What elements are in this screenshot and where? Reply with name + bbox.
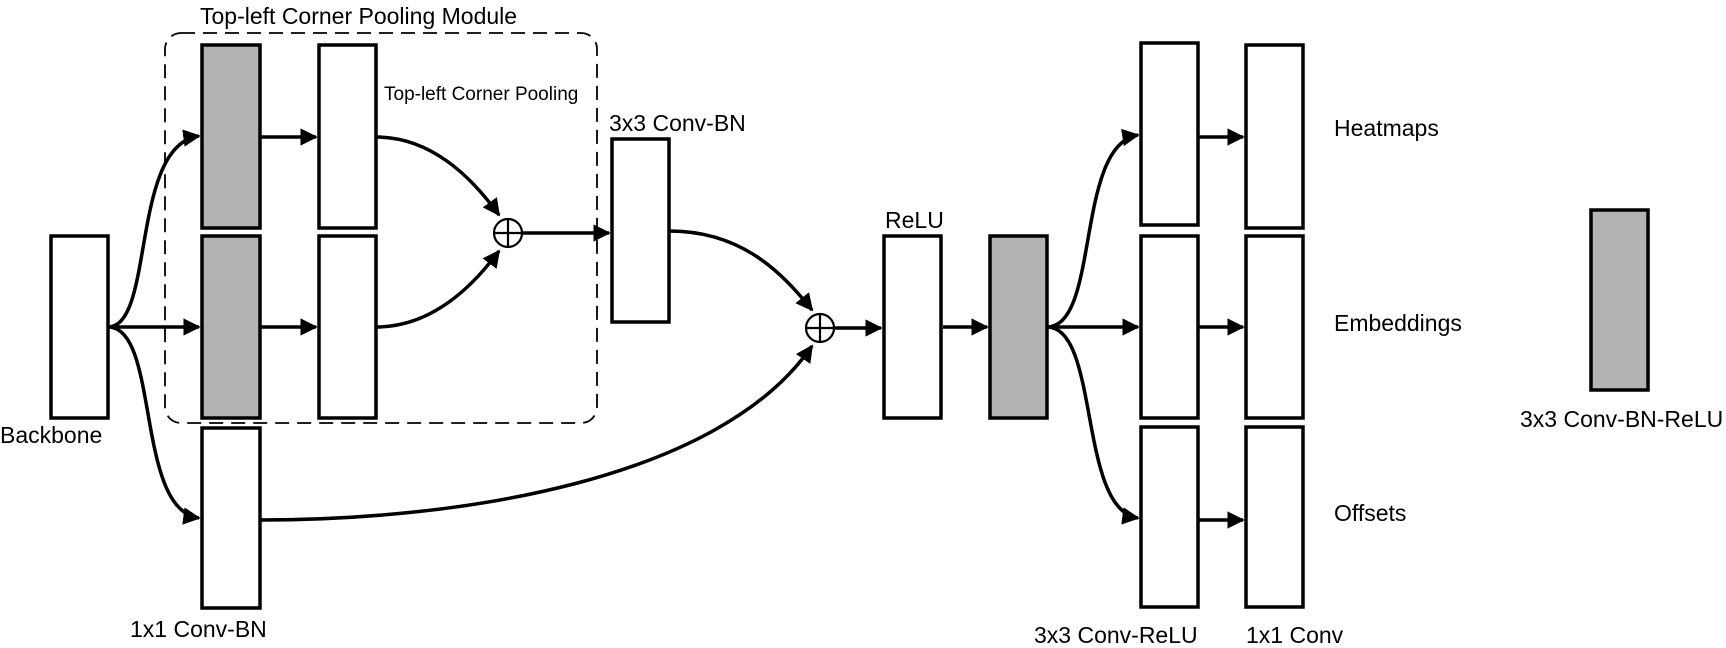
embeddings-label: Embeddings: [1334, 310, 1462, 336]
offsets-conv-relu: [1139, 425, 1200, 609]
offsets-label: Offsets: [1334, 500, 1406, 526]
conv-bn-relu-middle: [200, 234, 262, 420]
legend-swatch: [1589, 208, 1650, 392]
edge-conv-to-heatmaps: [1046, 128, 1140, 329]
conv1x1-bn-label: 1x1 Conv-BN: [130, 616, 267, 642]
conv3x3-bn-block: [610, 137, 671, 324]
backbone-block: [49, 234, 110, 420]
conv1x1-bn-block: [200, 426, 262, 610]
pooling-left-block: [317, 234, 378, 420]
conv-bn-relu-top: [200, 43, 262, 230]
edge-backbone-to-conv1x1: [107, 325, 201, 525]
module-title: Top-left Corner Pooling Module: [200, 3, 517, 29]
heatmaps-conv-relu: [1139, 41, 1200, 227]
relu-block: [882, 234, 943, 420]
conv1x1-label: 1x1 Conv: [1246, 622, 1344, 648]
backbone-label: Backbone: [0, 422, 102, 448]
conv3x3-bn-label: 3x3 Conv-BN: [609, 110, 746, 136]
embeddings-conv-relu: [1139, 234, 1200, 420]
pooling-top-block: [317, 43, 378, 230]
offsets-conv1x1: [1244, 425, 1305, 609]
edge-pooling-left-to-sum: [375, 249, 501, 329]
edge-conv1x1-to-sum: [259, 344, 814, 522]
legend-label: 3x3 Conv-BN-ReLU: [1520, 406, 1723, 432]
heatmaps-label: Heatmaps: [1334, 115, 1439, 141]
edge-backbone-to-top: [107, 129, 201, 329]
edge-conv-to-offsets: [1046, 325, 1140, 525]
conv-bn-relu-after-relu: [988, 234, 1049, 420]
heatmaps-conv1x1: [1244, 43, 1305, 230]
conv3x3-relu-label: 3x3 Conv-ReLU: [1034, 622, 1198, 648]
embeddings-conv1x1: [1244, 234, 1305, 420]
corner-pooling-label: Top-left Corner Pooling: [384, 84, 578, 105]
edge-conv3x3-to-sum: [668, 229, 814, 312]
relu-label: ReLU: [885, 207, 944, 233]
edge-pooling-top-to-sum: [375, 135, 501, 217]
